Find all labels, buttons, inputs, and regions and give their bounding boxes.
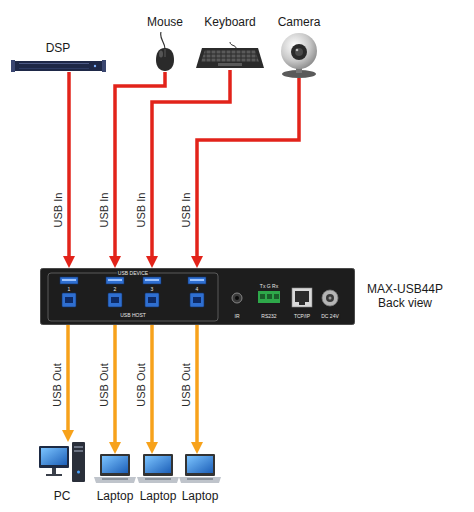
laptop-icon [137,454,179,483]
device-label: Laptop [97,489,134,503]
dsp-device: DSP [11,41,106,72]
laptop-icon [94,454,136,484]
device-label: Keyboard [204,15,255,29]
switcher-panel: MAX-USB44P Back viewUSB DEVICE1234USB HO… [40,268,355,325]
cable-label: USB Out [180,362,192,407]
port-number: 3 [150,286,155,292]
panel-illustration [41,269,355,325]
laptop-device: Laptop [137,454,179,503]
connector-label: RS232 [260,313,277,319]
usb-out-cable [113,325,117,445]
device-label: PC [54,489,71,503]
pc-icon [39,442,85,484]
cable-label: USB In [52,192,64,229]
usb-in-cable [197,78,299,259]
port-number: 1 [67,286,72,292]
cable-label: USB Out [135,362,147,407]
device-label: DSP [46,41,71,55]
port-number: 2 [113,286,118,292]
laptop-icon [179,454,221,484]
device-label: Camera [278,15,321,29]
cable-label: USB In [98,192,110,229]
dsp-icon [11,60,106,72]
cable-label: USB In [135,192,147,229]
cable-label: USB Out [98,362,110,407]
camera-device: Camera [271,15,327,78]
usb-out-cable [195,325,199,445]
connector-label: IR [234,313,241,319]
keyboard-icon [196,42,264,70]
device-label: Laptop [182,489,219,503]
cable-label: USB Out [51,362,63,407]
port-group-label: USB DEVICE [117,270,149,276]
camera-icon [281,33,317,78]
usb-in-cable [67,72,71,259]
usb-in-cable [152,70,230,259]
dsp-icon [11,60,106,72]
laptop-icon [179,454,221,483]
connector-label: DC 24V [320,313,340,319]
mouse-icon [156,32,174,71]
pc-icon [39,442,85,482]
port-group-label: USB HOST [119,312,147,318]
cable-group [68,70,299,445]
keyboard-icon [196,42,264,68]
usb-out-cable [66,325,70,433]
connector-label: TCP/IP [293,313,311,319]
pc-device: PC [39,442,85,503]
keyboard-device: Keyboard [196,15,264,70]
laptop-icon [94,454,136,483]
device-heading: MAX-USB44P Back view [363,282,447,310]
port-number: 4 [195,286,200,292]
device-label: Laptop [140,489,177,503]
usb-in-cable [115,72,165,259]
laptop-device: Laptop [94,454,136,503]
cable-label: USB In [180,192,192,229]
mouse-icon [150,32,180,72]
laptop-icon [137,454,179,484]
laptop-device: Laptop [179,454,221,503]
device-label: Mouse [147,15,183,29]
camera-icon [271,32,327,78]
pin-label: Tx G Rx [259,283,279,289]
usb-out-cable [150,325,154,445]
mouse-device: Mouse [145,15,186,72]
